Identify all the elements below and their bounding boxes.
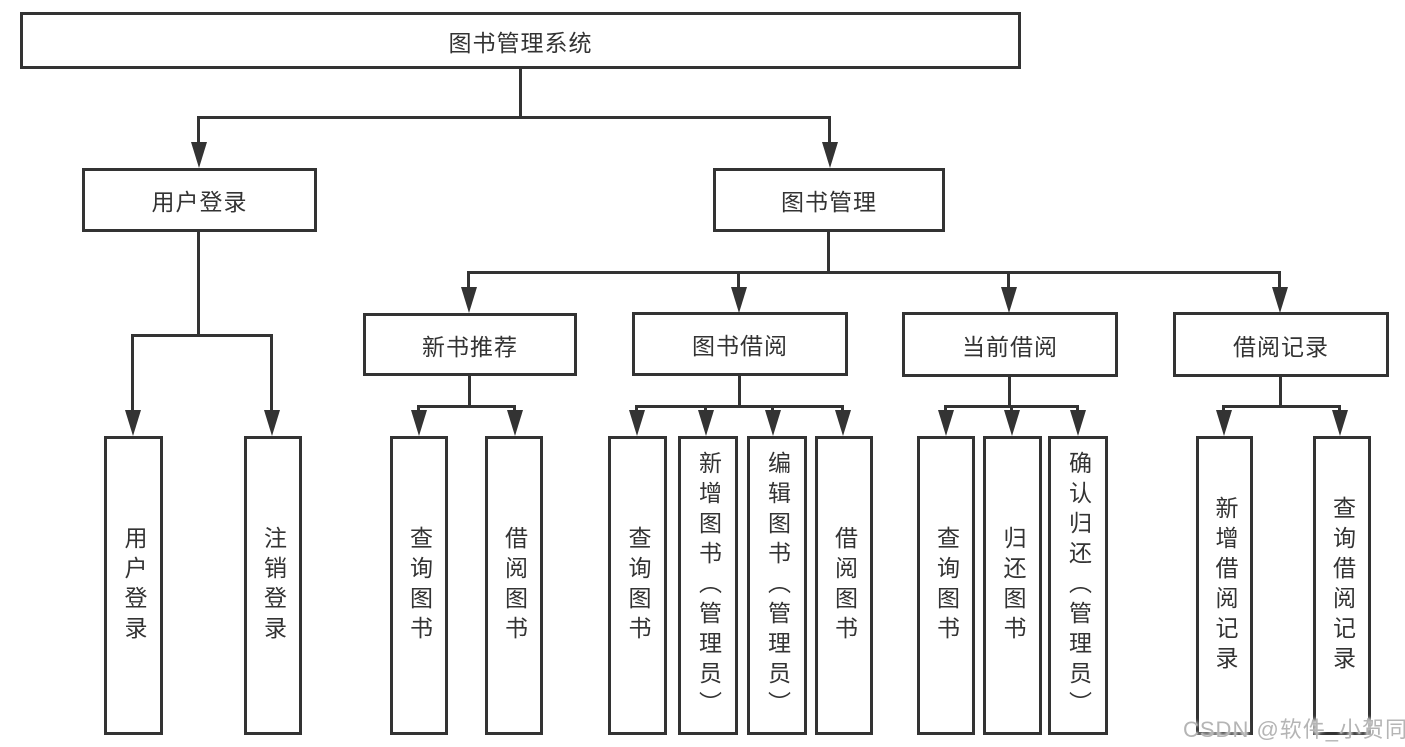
connector-drop-borrow — [737, 271, 740, 291]
arrow-down-icon — [264, 410, 280, 436]
node-book-management: 图书管理 — [713, 168, 945, 232]
node-current-borrow: 当前借阅 — [902, 312, 1118, 377]
arrow-down-icon — [765, 410, 781, 436]
arrow-down-icon — [822, 142, 838, 168]
connector-drop-user-login — [197, 116, 200, 146]
leaf-borrow-books: 借阅图书 — [815, 436, 873, 735]
arrow-down-icon — [1332, 410, 1348, 436]
leaf-edit-books-admin: 编辑图书（管理员） — [747, 436, 807, 735]
leaf-current-query-books: 查询图书 — [917, 436, 975, 735]
node-user-login: 用户登录 — [82, 168, 317, 232]
node-root-library-system: 图书管理系统 — [20, 12, 1021, 69]
arrow-down-icon — [938, 410, 954, 436]
connector-drop-records — [1278, 271, 1281, 291]
leaf-logout: 注销登录 — [244, 436, 302, 735]
arrow-down-icon — [507, 410, 523, 436]
connector-drop-leaf-logout — [270, 334, 273, 414]
connector-drop-current — [1007, 271, 1010, 291]
connector-newbook-stem — [468, 376, 471, 408]
connector-records-split — [1222, 405, 1341, 408]
leaf-user-login: 用户登录 — [104, 436, 163, 735]
connector-login-stem — [197, 232, 200, 337]
arrow-down-icon — [1070, 410, 1086, 436]
leaf-confirm-return-admin: 确认归还（管理员） — [1048, 436, 1108, 735]
connector-drop-leaf-login — [131, 334, 134, 414]
connector-login-split — [131, 334, 273, 337]
arrow-down-icon — [1004, 410, 1020, 436]
connector-drop-book-mgmt — [828, 116, 831, 146]
connector-mgmt-split — [467, 271, 1281, 274]
leaf-return-books: 归还图书 — [983, 436, 1042, 735]
leaf-add-books-admin: 新增图书（管理员） — [678, 436, 738, 735]
node-book-borrow: 图书借阅 — [632, 312, 848, 376]
leaf-recommend-borrow-books: 借阅图书 — [485, 436, 543, 735]
arrow-down-icon — [629, 410, 645, 436]
connector-records-stem — [1279, 377, 1282, 408]
arrow-down-icon — [461, 287, 477, 313]
connector-root-split — [197, 116, 831, 119]
leaf-borrow-query-books: 查询图书 — [608, 436, 667, 735]
connector-mgmt-stem — [827, 232, 830, 274]
arrow-down-icon — [1001, 287, 1017, 313]
connector-borrow-stem — [738, 376, 741, 408]
arrow-down-icon — [411, 410, 427, 436]
connector-drop-newbook — [467, 271, 470, 291]
leaf-query-borrow-record: 查询借阅记录 — [1313, 436, 1371, 735]
connector-borrow-split — [635, 405, 844, 408]
arrow-down-icon — [1216, 410, 1232, 436]
csdn-watermark: CSDN @软件_小贺同学 — [1183, 717, 1405, 742]
arrow-down-icon — [835, 410, 851, 436]
connector-newbook-split — [417, 405, 516, 408]
arrow-down-icon — [731, 287, 747, 313]
arrow-down-icon — [1272, 287, 1288, 313]
connector-current-stem — [1008, 377, 1011, 408]
connector-root-stem — [519, 69, 522, 119]
node-new-book-recommend: 新书推荐 — [363, 313, 577, 376]
leaf-add-borrow-record: 新增借阅记录 — [1196, 436, 1253, 735]
arrow-down-icon — [125, 410, 141, 436]
arrow-down-icon — [698, 410, 714, 436]
leaf-recommend-query-books: 查询图书 — [390, 436, 448, 735]
node-borrow-records: 借阅记录 — [1173, 312, 1389, 377]
arrow-down-icon — [191, 142, 207, 168]
